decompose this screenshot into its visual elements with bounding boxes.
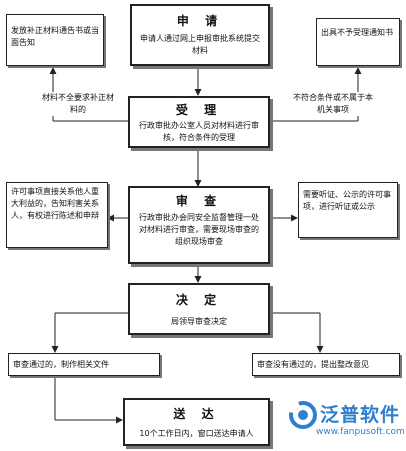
not-accepted-notice-text: 出具不予受理通知书 — [321, 28, 393, 37]
step-review-title: 审 查 — [175, 194, 223, 208]
step-review: 审 查 行政审批办会同安全监督管理一处对材料进行审查，需要现场审查的组织现场审查 — [128, 186, 270, 264]
step-deliver: 送 达 10个工作日内，窗口送达申请人 — [123, 398, 270, 446]
step-decide-title: 决 定 — [175, 293, 223, 307]
step-deliver-text: 10个工作日内，窗口送达申请人 — [139, 429, 254, 438]
supplement-notice-box: 发放补正材料通告书或当面告知 — [6, 14, 104, 66]
not-accepted-notice-box: 出具不予受理通知书 — [316, 18, 400, 66]
logo-swirl-icon — [289, 401, 317, 429]
edge-label-ineligible: 不符合条件或不属于本机关事项 — [290, 92, 376, 116]
step-deliver-title: 送 达 — [173, 407, 220, 421]
step-decide-text: 局领导审查决定 — [171, 317, 227, 326]
approved-text: 审查通过的，制作相关文件 — [13, 360, 109, 369]
rejected-box: 审查没有通过的，提出整改意见 — [252, 353, 400, 376]
stakeholder-notice-box: 许可事项直接关系他人重大利益的，告知利害关系人，有权进行陈述和申辩 — [6, 182, 108, 248]
approved-box: 审查通过的，制作相关文件 — [8, 353, 160, 376]
hearing-box: 需要听证、公示的许可事项，进行听证或公示 — [298, 182, 398, 238]
step-review-text: 行政审批办会同安全监督管理一处对材料进行审查，需要现场审查的组织现场审查 — [139, 213, 259, 246]
fanpusoft-logo: 泛普软件 www.fanpusoft.com — [288, 400, 405, 446]
step-apply-text: 申请人通过网上申报审批系统提交材料 — [140, 34, 260, 55]
edge-label-incomplete: 材料不全要求补正材料的 — [42, 92, 114, 116]
step-decide: 决 定 局领导审查决定 — [128, 283, 270, 335]
step-accept-text: 行政审批办公室人员对材料进行审核，符合条件的受理 — [139, 121, 259, 142]
logo-name: 泛普软件 — [320, 404, 401, 426]
supplement-notice-text: 发放补正材料通告书或当面告知 — [11, 26, 99, 47]
step-accept: 受 理 行政审批办公室人员对材料进行审核，符合条件的受理 — [128, 96, 270, 148]
hearing-text: 需要听证、公示的许可事项，进行听证或公示 — [303, 190, 391, 211]
step-apply: 申 请 申请人通过网上申报审批系统提交材料 — [130, 4, 270, 66]
stakeholder-notice-text: 许可事项直接关系他人重大利益的，告知利害关系人，有权进行陈述和申辩 — [11, 187, 99, 220]
rejected-text: 审查没有通过的，提出整改意见 — [257, 360, 369, 369]
step-accept-title: 受 理 — [175, 103, 223, 117]
step-apply-title: 申 请 — [176, 14, 224, 28]
logo-url: www.fanpusoft.com — [316, 427, 405, 437]
